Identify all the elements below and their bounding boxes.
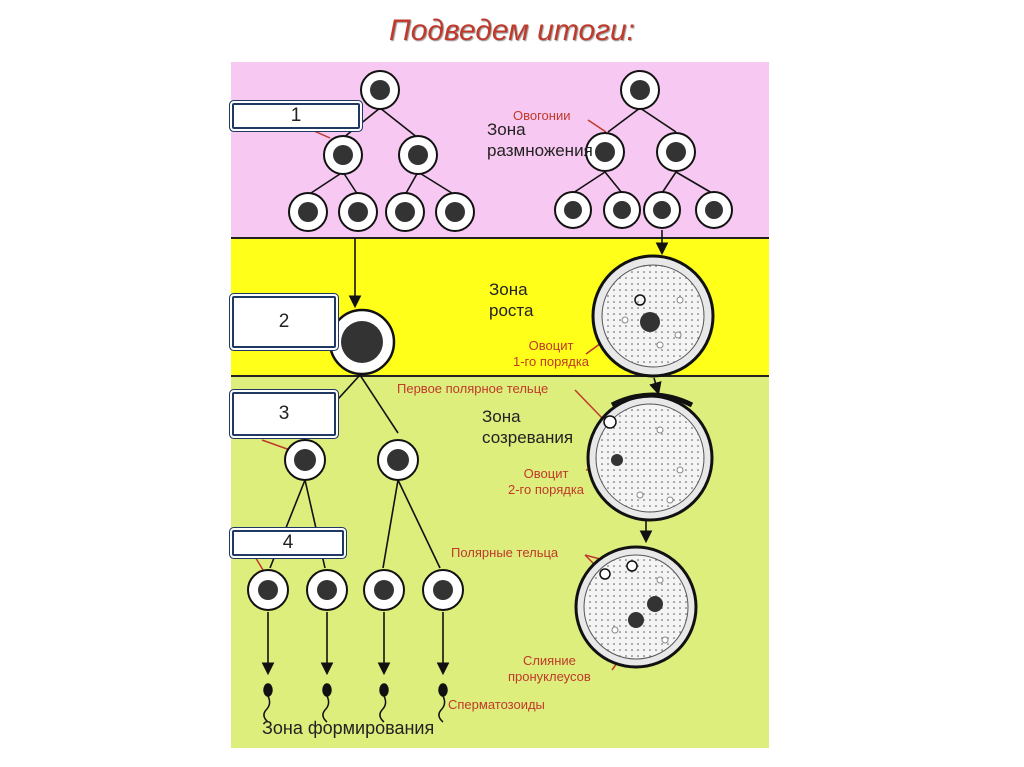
polar-bodies-label: Полярные тельца: [451, 545, 559, 560]
answer-box-1[interactable]: 1: [232, 103, 360, 129]
spermatogonium-cell: [338, 192, 378, 232]
spermatozoa-label: Сперматозоиды: [448, 697, 545, 712]
answer-box-4[interactable]: 4: [232, 530, 344, 556]
secondary-spermatocyte-cell: [284, 439, 326, 481]
sperm-cells: [263, 683, 448, 723]
formation-zone-label: Зона формирования: [262, 718, 435, 738]
answer-box-3[interactable]: 3: [232, 392, 336, 436]
sperm-icon: [379, 683, 389, 723]
oogonium-cell: [620, 70, 660, 110]
sperm-icon: [438, 683, 448, 723]
secondary-spermatocyte-cell: [377, 439, 419, 481]
spermatid-cell: [363, 569, 405, 611]
spermatogonium-cell: [360, 70, 400, 110]
oogonium-cell: [603, 191, 641, 229]
spermatogonium-cell: [288, 192, 328, 232]
spermatid-cell: [306, 569, 348, 611]
oogonium-cell: [656, 132, 696, 172]
zone-divider: [231, 375, 769, 377]
answer-box-2[interactable]: 2: [232, 296, 336, 348]
spermatogonium-cell: [323, 135, 363, 175]
spermatogonium-cell: [385, 192, 425, 232]
oogenesis-lines: [572, 107, 713, 544]
sperm-icon: [322, 683, 332, 723]
spermatid-cell: [247, 569, 289, 611]
slide-title: Подведем итоги:: [388, 14, 636, 47]
primary-oocyte-cell: [591, 254, 715, 378]
oogonium-cell: [554, 191, 592, 229]
secondary-oocyte-cell: [586, 392, 714, 522]
spermatogonium-cell: [398, 135, 438, 175]
spermatogonium-cell: [435, 192, 475, 232]
oogonium-cell: [585, 132, 625, 172]
first-polar-body-label: Первое полярное тельце: [397, 381, 549, 396]
fertilized-egg-cell: [574, 545, 698, 669]
oogonium-cell: [695, 191, 733, 229]
spermatid-cell: [422, 569, 464, 611]
germ-cells: [247, 70, 733, 611]
oogonium-cell: [643, 191, 681, 229]
oogonia-label: Овогонии: [513, 108, 571, 123]
primary-spermatocyte-cell: [328, 308, 396, 376]
zone-divider: [231, 237, 769, 239]
sperm-icon: [263, 683, 273, 723]
